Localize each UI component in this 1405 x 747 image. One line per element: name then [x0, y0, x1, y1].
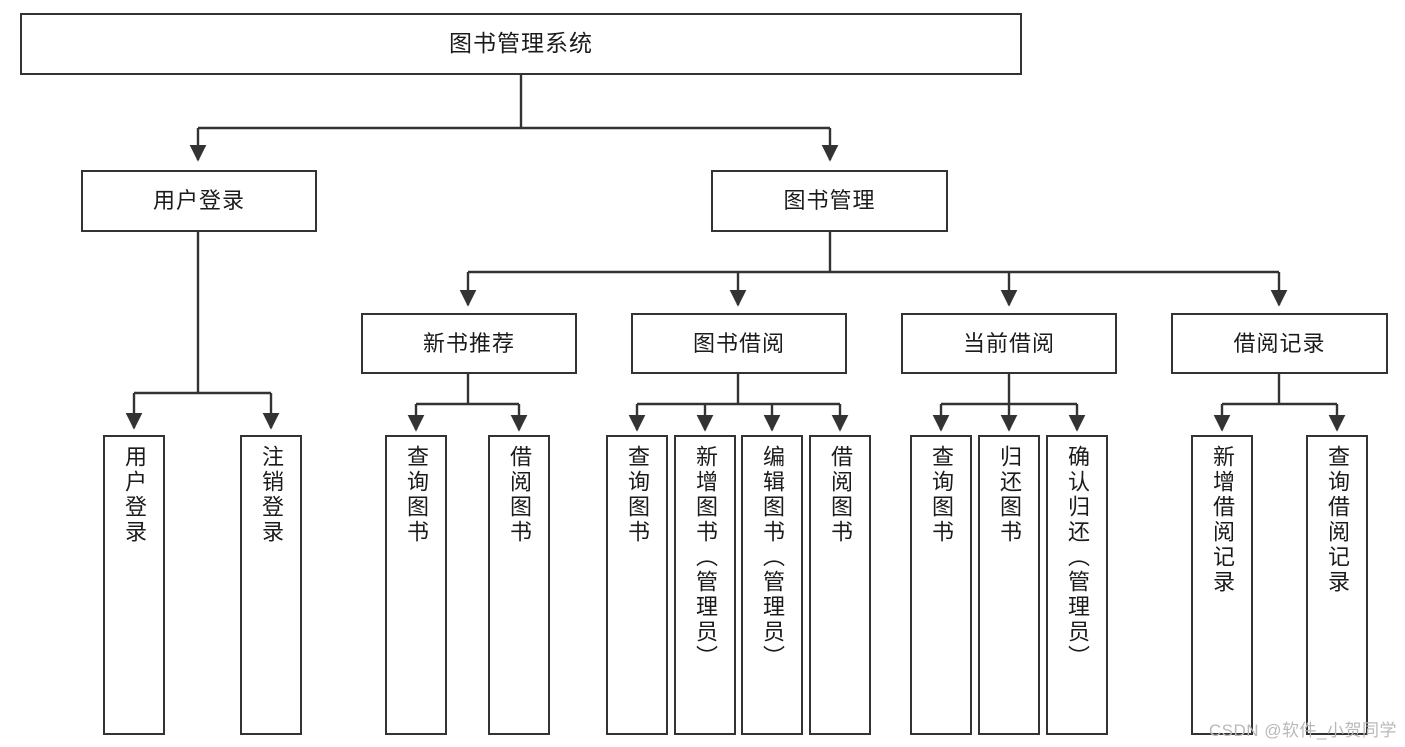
node-label: 确认归还（管理员）	[1065, 445, 1090, 670]
node-label: 注销登录	[259, 445, 284, 545]
node-label: 查询借阅记录	[1325, 445, 1350, 595]
node-label: 图书管理	[783, 188, 876, 214]
node-label: 借阅图书	[828, 445, 853, 545]
watermark-text: CSDN @软件_小贺同学	[1208, 721, 1397, 740]
leaf-confirm-return-admin[interactable]: 确认归还（管理员）	[1046, 435, 1108, 735]
leaf-logout-login[interactable]: 注销登录	[240, 435, 302, 735]
node-label: 新增图书（管理员）	[693, 445, 718, 670]
leaf-add-borrow-record[interactable]: 新增借阅记录	[1191, 435, 1253, 735]
node-label: 图书管理系统	[449, 30, 593, 57]
node-book-management[interactable]: 图书管理	[711, 170, 948, 232]
leaf-query-borrow-record[interactable]: 查询借阅记录	[1306, 435, 1368, 735]
node-label: 借阅图书	[507, 445, 532, 545]
node-label: 新书推荐	[422, 330, 515, 356]
leaf-user-login[interactable]: 用户登录	[103, 435, 165, 735]
node-label: 用户登录	[122, 445, 147, 545]
node-label: 编辑图书（管理员）	[760, 445, 785, 670]
node-label: 借阅记录	[1233, 330, 1326, 356]
leaf-return-book[interactable]: 归还图书	[978, 435, 1040, 735]
node-user-login[interactable]: 用户登录	[81, 170, 317, 232]
node-label: 图书借阅	[692, 330, 785, 356]
node-label: 归还图书	[997, 445, 1022, 545]
node-label: 查询图书	[625, 445, 650, 545]
node-root-book-management-system[interactable]: 图书管理系统	[20, 13, 1022, 75]
node-label: 查询图书	[404, 445, 429, 545]
node-label: 用户登录	[152, 188, 245, 214]
leaf-query-book-new-recommend[interactable]: 查询图书	[385, 435, 447, 735]
leaf-add-book-admin[interactable]: 新增图书（管理员）	[674, 435, 736, 735]
leaf-query-book-current[interactable]: 查询图书	[910, 435, 972, 735]
node-new-book-recommend[interactable]: 新书推荐	[361, 313, 577, 374]
node-label: 当前借阅	[962, 330, 1055, 356]
leaf-borrow-book-borrow[interactable]: 借阅图书	[809, 435, 871, 735]
node-label: 查询图书	[929, 445, 954, 545]
leaf-query-book-borrow[interactable]: 查询图书	[606, 435, 668, 735]
node-borrow-record[interactable]: 借阅记录	[1171, 313, 1388, 374]
node-book-borrow[interactable]: 图书借阅	[631, 313, 847, 374]
leaf-borrow-book-new-recommend[interactable]: 借阅图书	[488, 435, 550, 735]
node-current-borrow[interactable]: 当前借阅	[901, 313, 1117, 374]
leaf-edit-book-admin[interactable]: 编辑图书（管理员）	[741, 435, 803, 735]
node-label: 新增借阅记录	[1210, 445, 1235, 595]
